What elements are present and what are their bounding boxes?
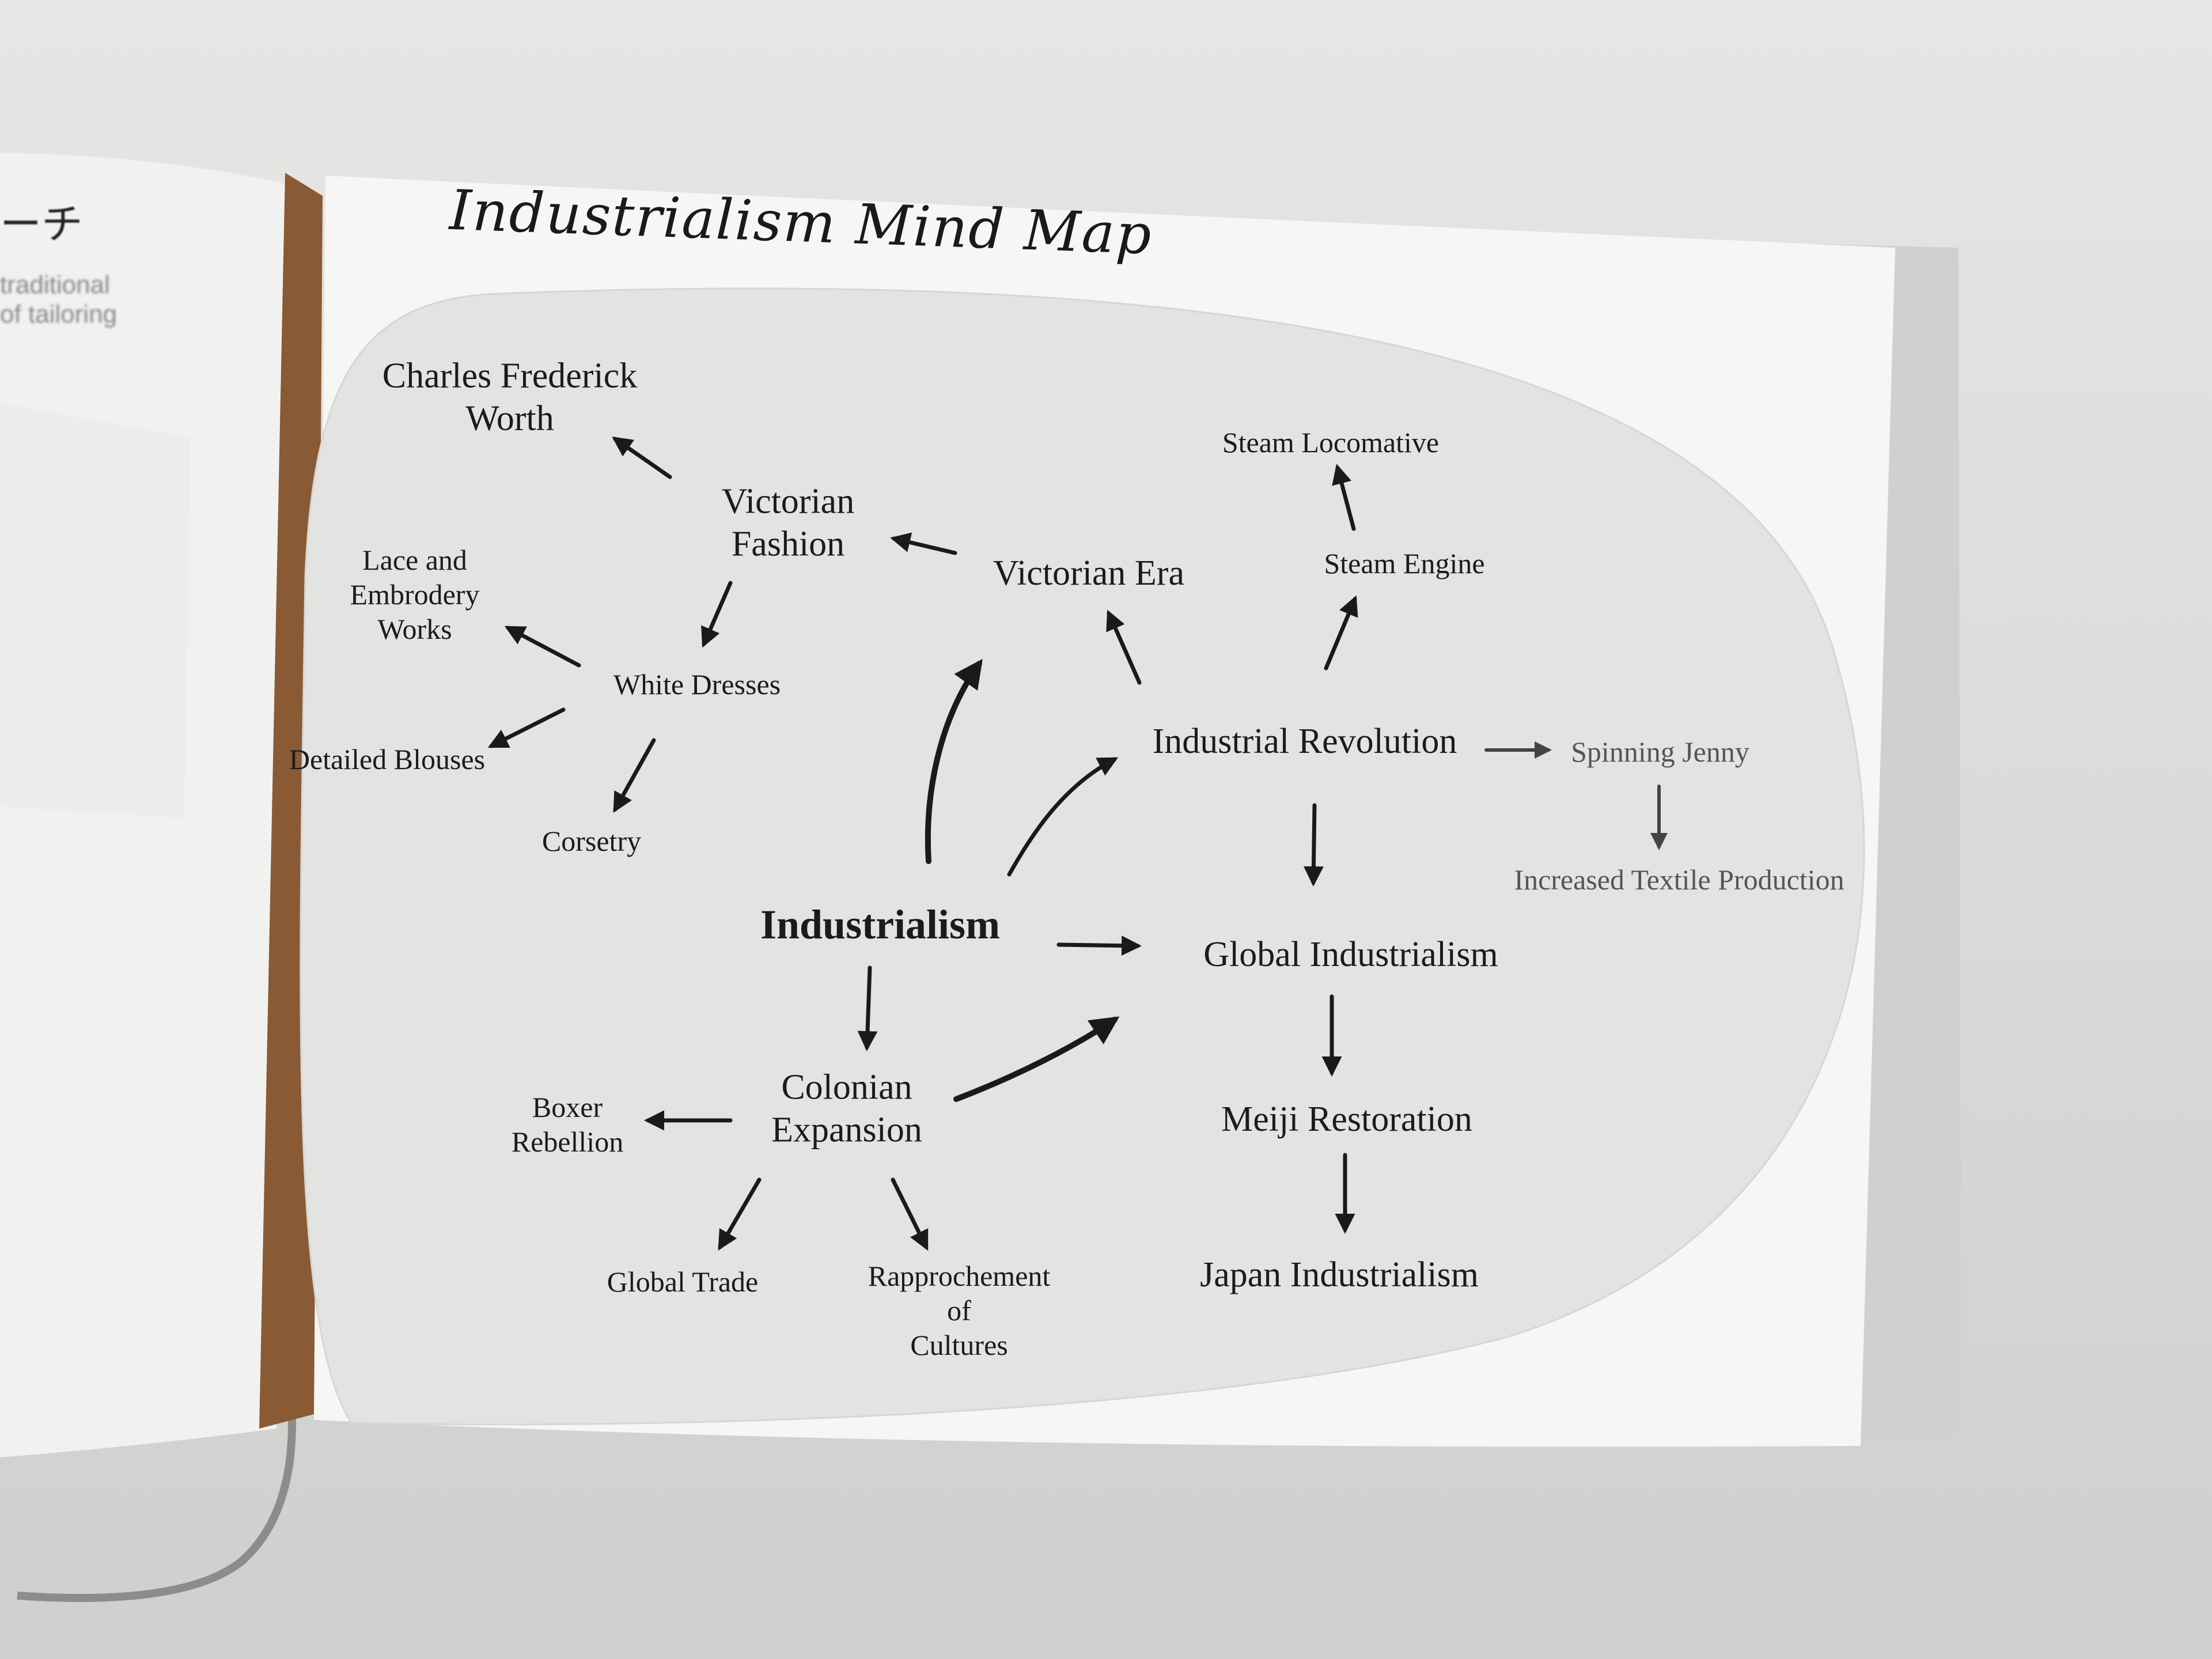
node-global-trade: Global Trade (607, 1266, 759, 1298)
node-steam-engine: Steam Engine (1324, 547, 1485, 579)
node-lace-and-embrodery-works: Lace and Embrodery Works (350, 544, 480, 645)
arrow-victorian-fashion-to-white-dresses (701, 581, 733, 648)
arrow-colonian-expansion-to-rapprochement-of-cultures (891, 1177, 929, 1251)
node-charles-frederick-worth: Charles Frederick Worth (382, 356, 638, 438)
node-white-dresses: White Dresses (613, 668, 781, 700)
arrow-victorian-fashion-to-charles-frederick-worth (612, 437, 672, 479)
node-corsetry: Corsetry (541, 825, 642, 857)
arrow-industrial-revolution-to-steam-engine (1324, 595, 1358, 671)
node-industrial-revolution: Industrial Revolution (1152, 721, 1457, 761)
left-page-caption: traditional of tailoring (0, 271, 118, 328)
arrow-white-dresses-to-lace-and-embrodery-works (504, 626, 581, 668)
arrow-steam-engine-to-steam-locomotive (1332, 464, 1356, 531)
node-boxer-rebellion: Boxer Rebellion (511, 1091, 624, 1158)
arrow-industrialism-to-global-industrialism (1056, 935, 1142, 956)
node-global-industrialism: Global Industrialism (1203, 934, 1498, 974)
node-victorian-era: Victorian Era (993, 553, 1184, 593)
node-spinning-jenny: Spinning Jenny (1571, 736, 1749, 768)
arrow-white-dresses-to-corsetry (613, 738, 656, 813)
node-industrialism: Industrialism (760, 901, 1001, 948)
overlay-sheet (300, 287, 1865, 1426)
ribbon-bookmark (17, 1393, 296, 1602)
arrow-victorian-era-to-victorian-fashion (890, 532, 957, 555)
arrow-colonian-expansion-to-global-industrialism (953, 1016, 1120, 1102)
node-detailed-blouses: Detailed Blouses (289, 743, 486, 775)
node-steam-locomotive: Steam Locomative (1222, 426, 1440, 459)
arrow-industrial-revolution-to-global-industrialism (1303, 803, 1324, 887)
edge-layer (487, 437, 1668, 1251)
arrow-white-dresses-to-detailed-blouses (487, 707, 566, 748)
left-page-shadow (0, 403, 190, 818)
arrow-industrial-revolution-to-victorian-era (1106, 609, 1142, 685)
left-page-heading: ーチ (0, 200, 84, 248)
arrow-industrialism-to-victorian-era (925, 658, 983, 864)
node-rapprochement-of-cultures: Rapprochement of Cultures (868, 1260, 1051, 1361)
node-victorian-fashion: Victorian Fashion (721, 482, 855, 564)
arrow-colonian-expansion-to-global-trade (718, 1177, 762, 1251)
arrow-industrialism-to-industrial-revolution (1007, 757, 1119, 877)
node-japan-industrialism: Japan Industrialism (1200, 1255, 1479, 1294)
node-meiji-restoration: Meiji Restoration (1221, 1099, 1472, 1139)
node-increased-textile-production: Increased Textile Production (1514, 863, 1844, 896)
node-colonian-expansion: Colonian Expansion (771, 1067, 922, 1150)
arrow-industrialism-to-colonian-expansion (857, 965, 878, 1051)
